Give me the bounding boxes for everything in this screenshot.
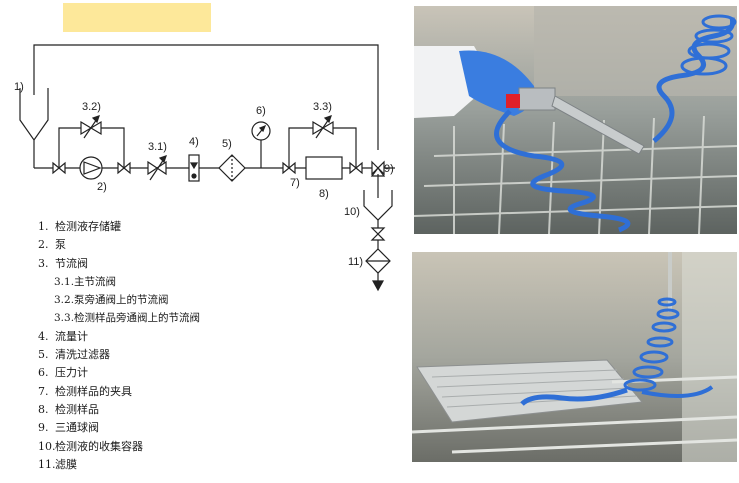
pump-symbol	[79, 156, 103, 180]
label-11: 11)	[348, 256, 363, 268]
valve-pump-inlet	[52, 161, 66, 175]
valve-pump-outlet	[117, 161, 131, 175]
pressure-gauge-symbol	[251, 121, 271, 168]
cleaning-filter-symbol	[218, 154, 246, 182]
label-7: 7)	[290, 177, 300, 189]
component-legend: 1.检测液存储罐 2.泵 3.节流阀 3.1.主节流阀 3.2.泵旁通阀上的节流…	[38, 218, 338, 474]
throttle-valve-3-2	[80, 115, 102, 139]
label-2: 2)	[97, 181, 107, 193]
label-8: 8)	[319, 188, 329, 200]
label-3-2: 3.2)	[82, 101, 101, 113]
label-4: 4)	[189, 136, 199, 148]
test-sample-symbol	[305, 156, 343, 180]
legend-item-6: 6.压力计	[38, 366, 88, 380]
label-3-3: 3.3)	[313, 101, 332, 113]
membrane-filter-symbol	[365, 248, 391, 274]
legend-item-10: 10.检测液的收集容器	[38, 439, 143, 453]
legend-item-9: 9.三通球阀	[38, 421, 99, 435]
legend-item-8: 8.检测样品	[38, 402, 99, 416]
title-highlight-band	[63, 3, 211, 32]
legend-item-2: 2.泵	[38, 238, 66, 252]
legend-item-3-3: 3.3.检测样品旁通阀上的节流阀	[54, 312, 201, 325]
legend-item-3-2: 3.2.泵旁通阀上的节流阀	[54, 294, 169, 307]
legend-item-1: 1.检测液存储罐	[38, 220, 121, 233]
label-9: 9)	[384, 163, 394, 175]
legend-item-3-1: 3.1.主节流阀	[54, 275, 117, 288]
tank-symbol	[19, 88, 49, 142]
test-circuit-schematic: 1) 3.2) 2) 3.1) 4) 5)	[14, 44, 395, 292]
legend-item-3: 3.节流阀	[38, 256, 88, 270]
flow-meter-symbol	[188, 154, 200, 182]
label-1: 1)	[14, 81, 24, 93]
sample-fixture-outlet	[349, 161, 363, 175]
legend-item-5: 5.清洗过滤器	[38, 348, 110, 362]
photo-sample-on-rack	[412, 252, 737, 462]
label-6: 6)	[256, 105, 266, 117]
label-10: 10)	[344, 206, 360, 218]
legend-item-7: 7.检测样品的夹具	[38, 384, 132, 398]
legend-item-4: 4.流量计	[38, 329, 88, 343]
sample-fixture-inlet	[282, 161, 296, 175]
three-way-ball-valve	[370, 160, 386, 177]
label-3-1: 3.1)	[148, 141, 167, 153]
photo-flushing-nozzle	[414, 6, 737, 234]
legend-item-11: 11.滤膜	[38, 457, 77, 471]
return-line	[33, 44, 379, 150]
drain-valve	[370, 227, 386, 241]
throttle-valve-3-3	[312, 115, 334, 139]
throttle-valve-3-1	[147, 155, 167, 181]
label-5: 5)	[222, 138, 232, 150]
